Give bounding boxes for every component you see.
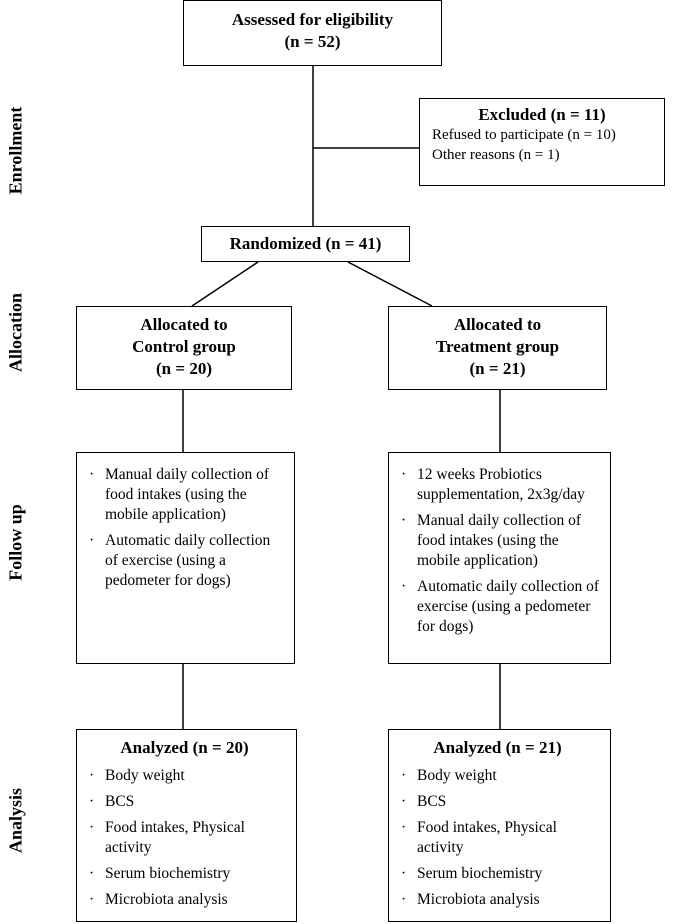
followup-item: Automatic daily collection of exercise (… [81, 531, 286, 591]
control-analysis-box: Analyzed (n = 20) Body weight BCS Food i… [76, 729, 297, 922]
treatment-line1: Allocated to [453, 315, 542, 334]
analysis-item: BCS [393, 792, 602, 812]
excluded-reason: Other reasons (n = 1) [432, 147, 560, 163]
connector-randomized-control [191, 261, 259, 307]
treatment-analysis-box: Analyzed (n = 21) Body weight BCS Food i… [388, 729, 611, 922]
stage-label-allocation: Allocation [5, 293, 26, 372]
treatment-analysis-title: Analyzed (n = 21) [433, 738, 562, 757]
analysis-item: Food intakes, Physical activity [81, 818, 288, 858]
stage-label-enrollment: Enrollment [5, 106, 26, 195]
excluded-title: Excluded (n = 11) [478, 105, 606, 124]
stage-label-analysis: Analysis [5, 787, 26, 854]
randomized-box: Randomized (n = 41) [201, 226, 410, 262]
stage-label-follow-up: Follow up [5, 504, 26, 581]
analysis-item: Microbiota analysis [81, 890, 288, 910]
control-count: (n = 20) [156, 359, 212, 378]
followup-item: Manual daily collection of food intakes … [393, 511, 602, 571]
control-followup-box: Manual daily collection of food intakes … [76, 452, 295, 664]
treatment-line2: Treatment group [435, 337, 560, 356]
eligibility-count: (n = 52) [284, 32, 341, 51]
analysis-item: Body weight [81, 766, 288, 786]
analysis-item: Food intakes, Physical activity [393, 818, 602, 858]
analysis-item: Serum biochemistry [393, 864, 602, 884]
analysis-item: Microbiota analysis [393, 890, 602, 910]
connector-randomized-treatment [347, 261, 433, 307]
control-analysis-title: Analyzed (n = 20) [120, 738, 249, 757]
followup-item: 12 weeks Probiotics supplementation, 2x3… [393, 465, 602, 505]
control-line1: Allocated to [140, 315, 228, 334]
control-line2: Control group [132, 337, 236, 356]
treatment-group-box: Allocated to Treatment group (n = 21) [388, 306, 607, 390]
analysis-item: Serum biochemistry [81, 864, 288, 884]
analysis-item: Body weight [393, 766, 602, 786]
eligibility-box: Assessed for eligibility (n = 52) [183, 0, 442, 66]
eligibility-line1: Assessed for eligibility [231, 10, 394, 29]
analysis-item: BCS [81, 792, 288, 812]
excluded-reason: Refused to participate (n = 10) [432, 127, 616, 143]
randomized-label: Randomized (n = 41) [229, 234, 382, 253]
treatment-count: (n = 21) [469, 359, 526, 378]
control-group-box: Allocated to Control group (n = 20) [76, 306, 292, 390]
followup-item: Manual daily collection of food intakes … [81, 465, 286, 525]
treatment-followup-box: 12 weeks Probiotics supplementation, 2x3… [388, 452, 611, 664]
excluded-box: Excluded (n = 11) Refused to participate… [419, 98, 665, 186]
followup-item: Automatic daily collection of exercise (… [393, 577, 602, 637]
